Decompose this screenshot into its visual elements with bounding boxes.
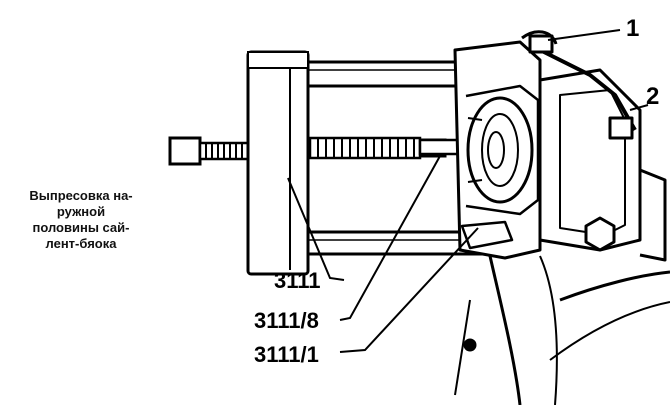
caption: Выпресовка на- ружной половины сай- лент… [6, 188, 156, 252]
part-3111-1-label: 3111/1 [254, 342, 319, 367]
leader-2 [629, 104, 649, 111]
leader-bottom [454, 299, 471, 396]
lower-nut [584, 216, 616, 252]
fitting-2 [608, 116, 634, 140]
part-3111-8-label: 3111/8 [254, 308, 319, 333]
leader-3111-1 [339, 227, 479, 353]
caption-line: ружной [56, 204, 106, 219]
control-arm [538, 68, 642, 252]
leader-3111 [287, 177, 345, 281]
caption-line: Выпресовка на- [29, 188, 133, 203]
caption-line: половины сай- [32, 220, 130, 235]
suspension-assembly [453, 30, 670, 406]
leader-1 [547, 29, 621, 41]
leader-3111-8 [339, 155, 441, 321]
threaded-screw [168, 136, 497, 166]
crossbar-plate [246, 50, 310, 276]
caption-line: лент-бяока [45, 236, 117, 251]
callout-1-label: 1 [626, 15, 639, 42]
leader-lines [287, 29, 649, 396]
callout-2-label: 2 [646, 83, 659, 110]
part-3111-label: 3111 [274, 268, 321, 293]
fitting-1 [528, 34, 554, 54]
